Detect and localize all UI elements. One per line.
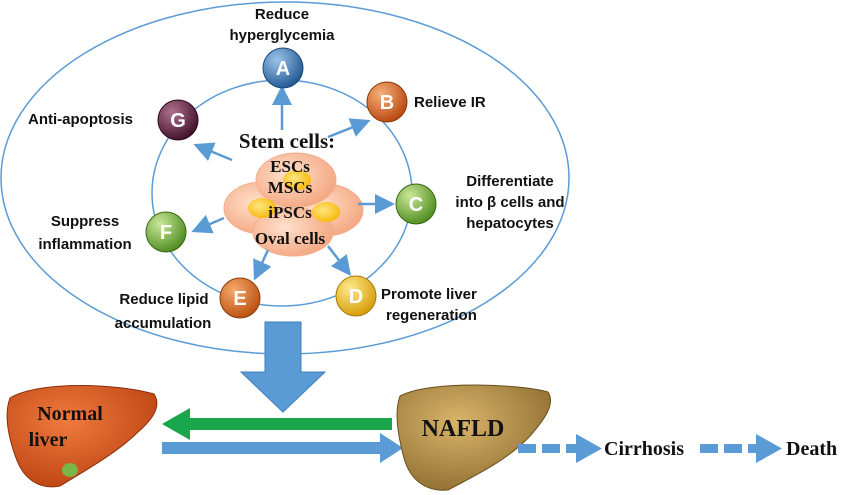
stem-cells-title: Stem cells: [239,129,335,153]
node-letter: F [160,222,172,244]
label-a-line2: hyperglycemia [229,27,335,44]
node-letter: B [380,92,394,114]
arrow-to-f [191,214,225,234]
label-f-line2: inflammation [38,236,131,253]
stem-cell-type: iPSCs [268,203,312,222]
arrow-to-e [253,249,272,281]
downward-arrow [239,321,327,413]
reversal-arrow [162,408,392,440]
normal-liver-illustration [6,385,158,488]
label-a-line1: Reduce [255,6,309,23]
stem-cell-type: ESCs [270,157,310,176]
death-label: Death [786,438,837,460]
arrow-to-b [327,118,371,139]
label-c-line3: hepatocytes [466,215,554,232]
label-c-line2: into β cells and [455,194,564,211]
dashed-arrow-to-cirrhosis [518,434,602,463]
node-b: B [366,81,408,123]
node-letter: E [233,288,246,310]
label-d-line1: Promote liver [381,286,477,303]
label-b: Relieve IR [414,94,486,111]
arrow-to-g [193,142,233,162]
cirrhosis-label: Cirrhosis [604,438,684,460]
nafld-liver-illustration [396,384,552,491]
node-e: E [219,277,261,319]
node-g: G [157,99,199,141]
node-letter: A [276,58,290,80]
label-e-line2: accumulation [115,315,212,332]
node-letter: G [170,110,186,132]
stem-cell-cluster [223,152,364,257]
label-c-line1: Differentiate [466,173,554,190]
normal-liver-label-line1: Normal [37,403,103,425]
node-c: C [395,183,437,225]
stem-cell-type: Oval cells [255,229,326,248]
nafld-label: NAFLD [422,416,505,442]
arrow-to-d [327,245,352,276]
node-f: F [145,211,187,253]
progression-arrow [162,433,403,463]
dashed-arrow-to-death [700,434,782,463]
label-g: Anti-apoptosis [28,111,133,128]
label-d-line2: regeneration [386,307,477,324]
normal-liver-label-line2: liver [29,429,68,451]
stem-cell-type: MSCs [268,178,313,197]
effect-arrows [191,85,395,281]
label-e-line1: Reduce lipid [119,291,208,308]
node-letter: D [349,286,363,308]
node-a: A [262,47,304,89]
node-d: D [335,275,377,317]
label-f-line1: Suppress [51,213,119,230]
node-letter: C [409,194,423,216]
